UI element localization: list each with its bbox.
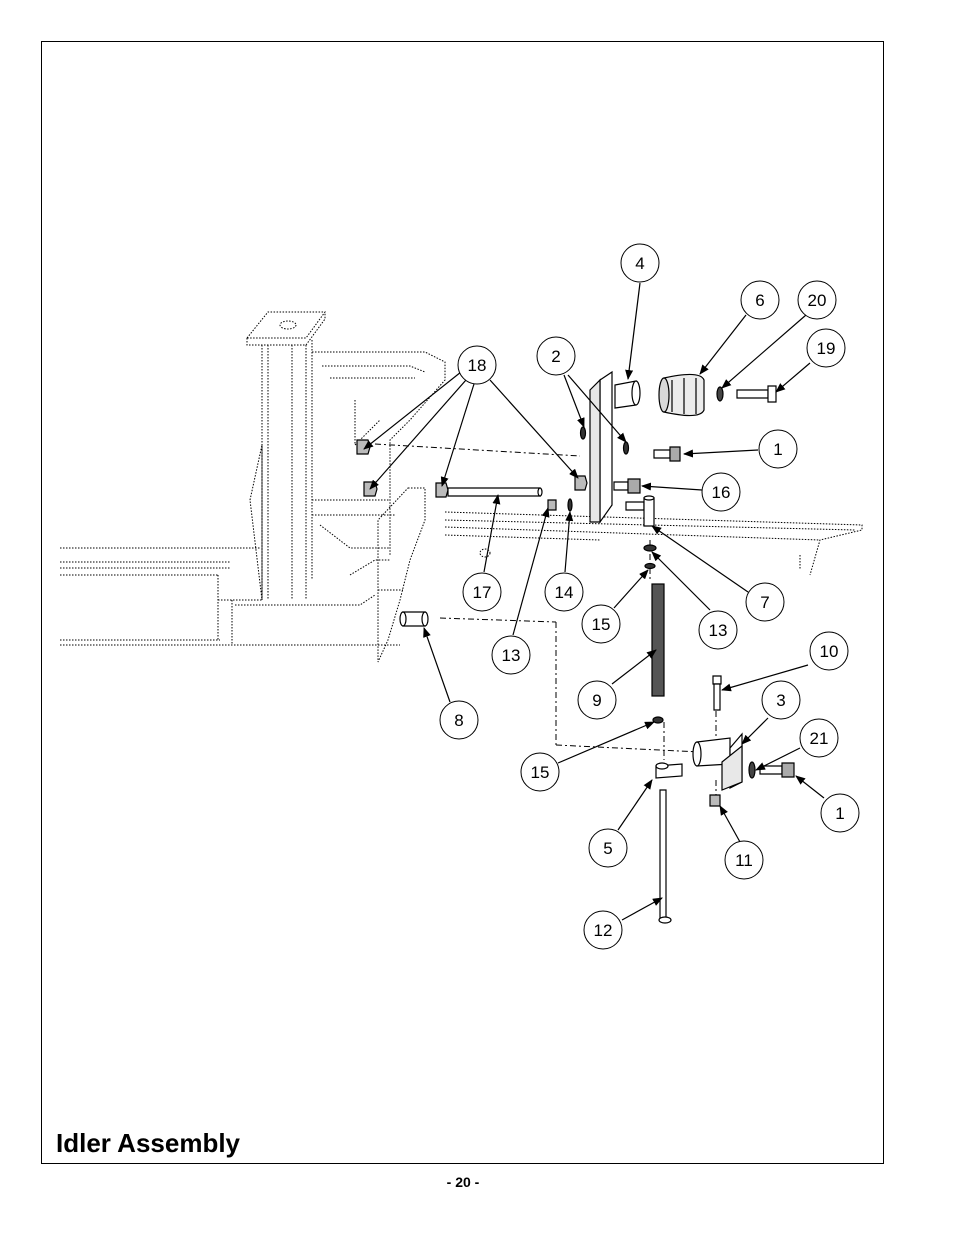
callout-12: 12 (583, 910, 623, 950)
callout-label: 7 (760, 593, 769, 612)
callout-3: 3 (761, 680, 801, 720)
callout-label: 12 (594, 921, 613, 940)
callout-label: 16 (712, 483, 731, 502)
callout-13-left: 13 (491, 635, 531, 675)
callout-label: 21 (810, 729, 829, 748)
page-title: Idler Assembly (56, 1128, 241, 1158)
callout-label: 15 (592, 615, 611, 634)
callout-label: 3 (776, 691, 785, 710)
callout-label: 1 (835, 804, 844, 823)
callout-15-upper: 15 (581, 604, 621, 644)
callout-label: 19 (817, 339, 836, 358)
callout-label: 5 (603, 839, 612, 858)
callout-label: 6 (755, 291, 764, 310)
leader-lines (363, 282, 825, 921)
parts (356, 370, 795, 924)
callout-18: 18 (457, 345, 497, 385)
callout-21: 21 (799, 718, 839, 758)
callout-10: 10 (809, 631, 849, 671)
callout-label: 11 (735, 851, 753, 870)
callout-label: 13 (502, 646, 521, 665)
callout-9: 9 (577, 680, 617, 720)
callouts: 4 6 20 19 2 18 1 16 (439, 243, 860, 950)
callout-label: 4 (635, 254, 644, 273)
callout-20: 20 (797, 280, 837, 320)
callout-19: 19 (806, 328, 846, 368)
callout-label: 1 (773, 440, 782, 459)
callout-16: 16 (701, 472, 741, 512)
callout-4: 4 (620, 243, 660, 283)
mower-frame (60, 311, 863, 663)
callout-8: 8 (439, 700, 479, 740)
callout-label: 20 (808, 291, 827, 310)
callout-label: 10 (820, 642, 839, 661)
callout-17: 17 (462, 572, 502, 612)
callout-15-lower: 15 (520, 752, 560, 792)
callout-14: 14 (544, 572, 584, 612)
page-number: - 20 - (446, 1174, 480, 1190)
callout-2: 2 (536, 336, 576, 376)
callout-label: 9 (592, 691, 601, 710)
callout-5: 5 (588, 828, 628, 868)
callout-label: 13 (709, 621, 728, 640)
callout-label: 18 (468, 356, 487, 375)
callout-label: 14 (555, 583, 574, 602)
page-frame (41, 41, 884, 1164)
callout-label: 17 (473, 583, 492, 602)
callout-label: 8 (454, 711, 463, 730)
callout-1-upper: 1 (758, 429, 798, 469)
callout-7: 7 (745, 582, 785, 622)
callout-11: 11 (724, 840, 764, 880)
callout-label: 15 (531, 763, 550, 782)
callout-label: 2 (551, 347, 560, 366)
callout-6: 6 (740, 280, 780, 320)
callout-13-right: 13 (698, 610, 738, 650)
callout-1-lower: 1 (820, 793, 860, 833)
